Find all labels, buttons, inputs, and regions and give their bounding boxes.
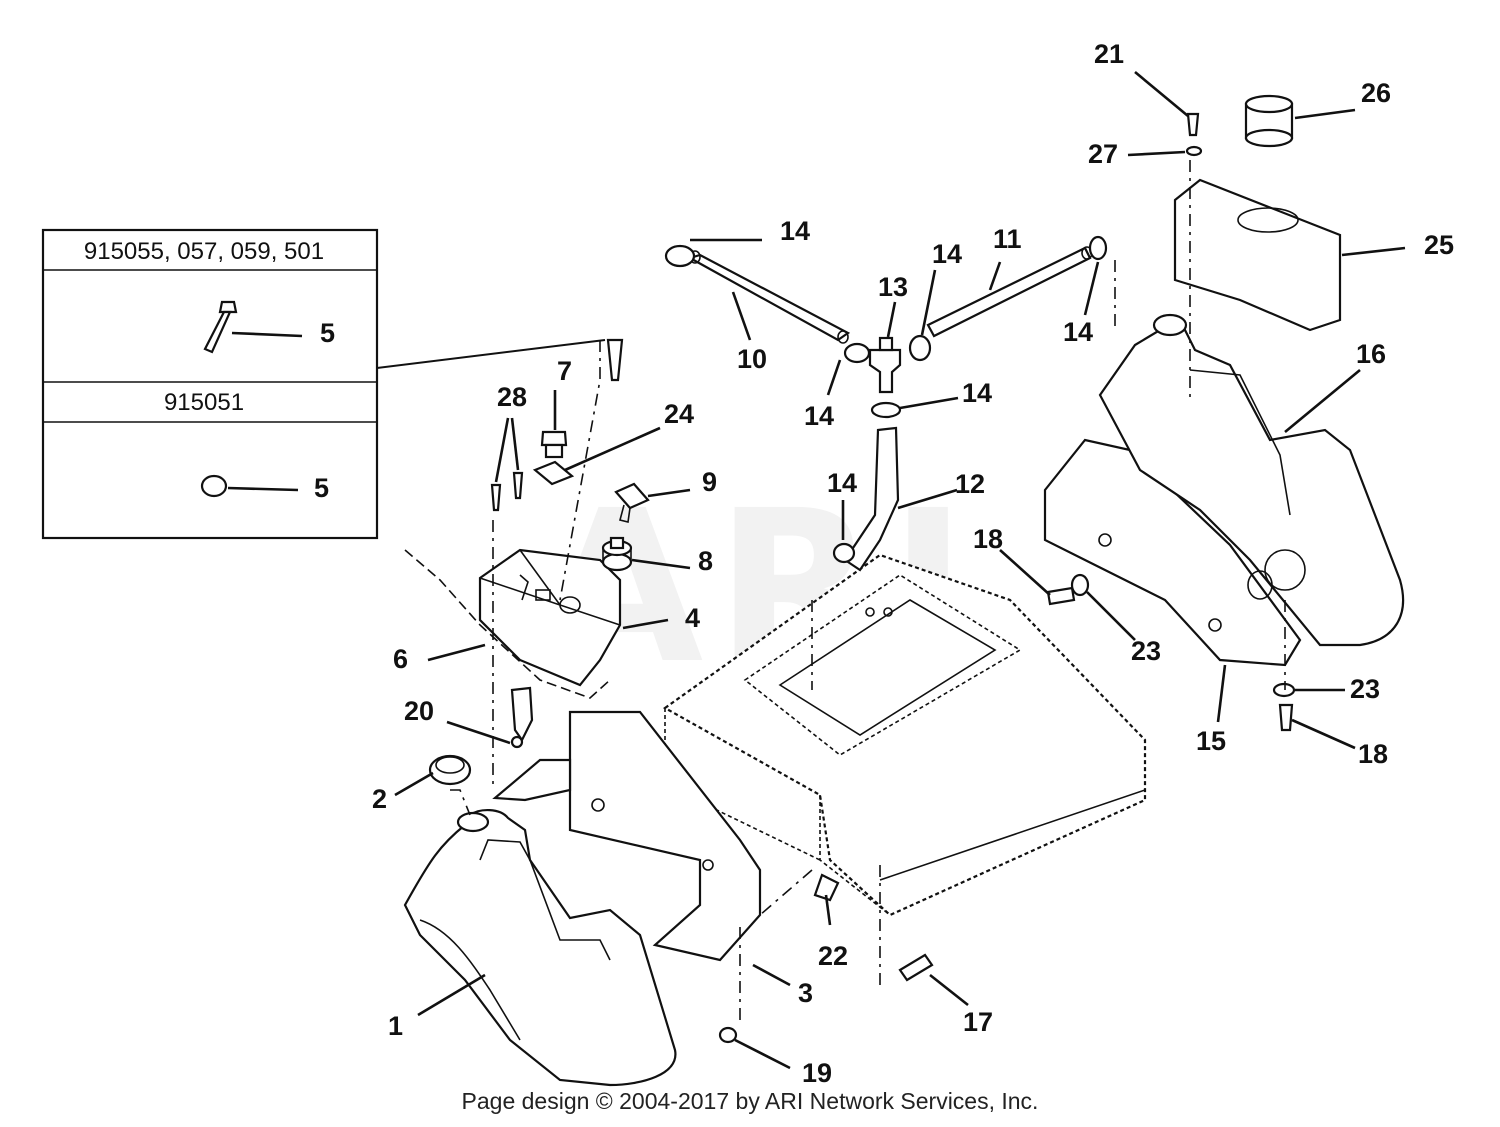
- callout-9: 9: [702, 467, 717, 497]
- left-fuel-tank: [403, 809, 677, 1087]
- screw-28b: [512, 471, 524, 500]
- callout-28: 28: [497, 382, 527, 412]
- leader-lines: [394, 70, 1406, 1070]
- callout-18-a: 18: [973, 524, 1003, 554]
- callout-14-a: 14: [780, 216, 810, 246]
- callout-22: 22: [818, 941, 848, 971]
- plug-icon: [200, 474, 228, 498]
- callout-27: 27: [1088, 139, 1118, 169]
- control-panel: [404, 548, 622, 699]
- callout-20: 20: [404, 696, 434, 726]
- pin-icon: [203, 300, 238, 354]
- callout-14-f: 14: [827, 468, 857, 498]
- callout-26: 26: [1361, 78, 1391, 108]
- callout-24: 24: [664, 399, 694, 429]
- callout-4: 4: [685, 603, 700, 633]
- copyright-footer: Page design © 2004-2017 by ARI Network S…: [461, 1088, 1039, 1114]
- throttle-knob: [601, 536, 633, 572]
- callout-14-b: 14: [804, 401, 834, 431]
- tee-fitting: [868, 348, 902, 394]
- callout-14-e: 14: [1063, 317, 1093, 347]
- fuel-lines: [664, 235, 1108, 572]
- clip-22: [813, 873, 840, 902]
- callout-1: 1: [388, 1011, 403, 1041]
- inset-callout-5b: 5: [314, 473, 329, 503]
- callout-11: 11: [993, 224, 1022, 254]
- model-row-1: 915055, 057, 059, 501: [84, 238, 324, 265]
- callout-23-a: 23: [1131, 636, 1161, 666]
- tank-cover: [1173, 178, 1342, 332]
- gas-cap: [428, 754, 472, 786]
- washer-23b: [1272, 682, 1296, 698]
- screw-21: [1186, 112, 1200, 137]
- bolt-20: [510, 735, 524, 749]
- right-fuel-tank: [1098, 313, 1405, 647]
- model-row-2: 915051: [164, 389, 244, 416]
- main-frame: [662, 553, 1147, 917]
- bolt-18a: [1046, 586, 1076, 606]
- callout-12: 12: [955, 469, 985, 499]
- callout-25: 25: [1424, 230, 1454, 260]
- model-inset: 915055, 057, 059, 501 915051 5 5: [41, 228, 606, 540]
- left-bracket: [492, 710, 762, 962]
- callout-3: 3: [798, 978, 813, 1008]
- callout-10: 10: [737, 344, 767, 374]
- callout-2: 2: [372, 784, 387, 814]
- tab-20: [510, 686, 534, 743]
- callout-21: 21: [1094, 39, 1124, 69]
- switch-gasket: [532, 460, 575, 486]
- pin-part: [606, 338, 624, 382]
- tank-cap: [1244, 94, 1294, 148]
- washer-27: [1185, 145, 1203, 157]
- bolt-17: [898, 953, 934, 982]
- callout-19: 19: [802, 1058, 832, 1088]
- callout-7: 7: [557, 356, 572, 386]
- callout-14-d: 14: [962, 378, 992, 408]
- callout-16: 16: [1356, 339, 1386, 369]
- washer-23a: [1070, 573, 1090, 597]
- callout-15: 15: [1196, 726, 1226, 756]
- callout-13: 13: [878, 272, 908, 302]
- inset-callout-5a: 5: [320, 318, 335, 348]
- assembly-lines: [450, 160, 1286, 1020]
- callout-23-b: 23: [1350, 674, 1380, 704]
- nut-19: [718, 1026, 738, 1044]
- callout-8: 8: [698, 546, 713, 576]
- callout-17: 17: [963, 1007, 993, 1037]
- callout-18-b: 18: [1358, 739, 1388, 769]
- callouts: 1 2 3 4 6 7 8 9 10 11 12 13 14 14 14 14 …: [372, 39, 1454, 1088]
- ignition-key: [614, 482, 650, 523]
- callout-14-c: 14: [932, 239, 962, 269]
- ignition-switch: [540, 430, 568, 459]
- callout-6: 6: [393, 644, 408, 674]
- screw-28a: [490, 483, 502, 512]
- bolt-18b: [1278, 703, 1294, 732]
